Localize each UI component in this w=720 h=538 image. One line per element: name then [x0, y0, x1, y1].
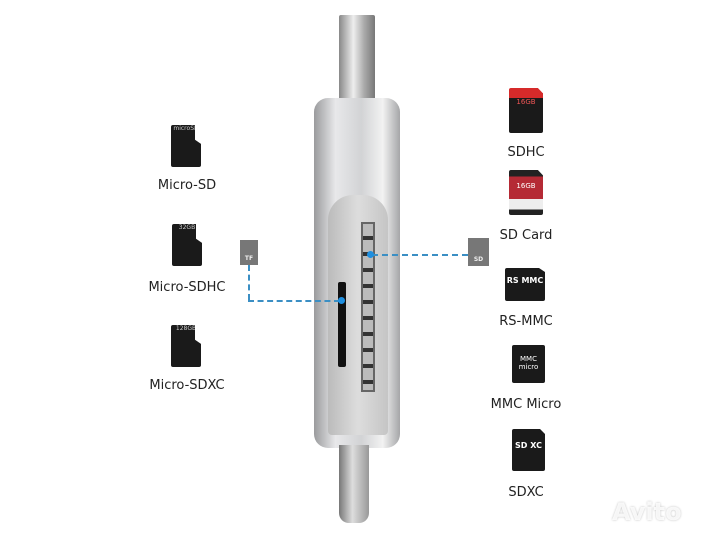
mmc-micro-card-image: MMC micro	[512, 345, 545, 383]
micro-sd-card-image: microSD	[171, 125, 201, 167]
tf-slot[interactable]	[338, 282, 346, 367]
sd-card-icon: SD	[468, 238, 489, 266]
sd-card-label: SD Card	[499, 228, 553, 243]
usb-c-connector	[339, 445, 369, 523]
rs-mmc-label: RS-MMC	[499, 314, 553, 329]
slot-panel	[328, 195, 388, 435]
micro-sdhc-card-image: 32GB	[172, 224, 202, 266]
tf-card-icon: TF	[240, 240, 258, 265]
sdhc-card-image: 16GB	[509, 88, 543, 133]
sd-slot[interactable]	[361, 222, 375, 392]
micro-sdxc-label: Micro-SDXC	[149, 378, 225, 393]
sd-card-image: 16GB	[509, 170, 543, 215]
sd-slot-dot	[367, 251, 374, 258]
sdhc-label: SDHC	[507, 145, 545, 160]
sdxc-card-image: SD XC	[512, 429, 545, 471]
sd-connector-line	[372, 254, 468, 256]
tf-slot-dot	[338, 297, 345, 304]
usb-a-connector	[339, 15, 375, 103]
rs-mmc-card-image: RS MMC	[505, 268, 545, 301]
avito-watermark: Avito	[612, 498, 682, 526]
micro-sd-label: Micro-SD	[157, 178, 217, 193]
micro-sdxc-card-image: 128GB	[171, 325, 201, 367]
micro-sdhc-label: Micro-SDHC	[148, 280, 226, 295]
sdxc-label: SDXC	[508, 485, 544, 500]
tf-connector-line	[248, 265, 250, 300]
tf-connector-line-h	[248, 300, 340, 302]
mmc-micro-label: MMC Micro	[490, 397, 562, 412]
